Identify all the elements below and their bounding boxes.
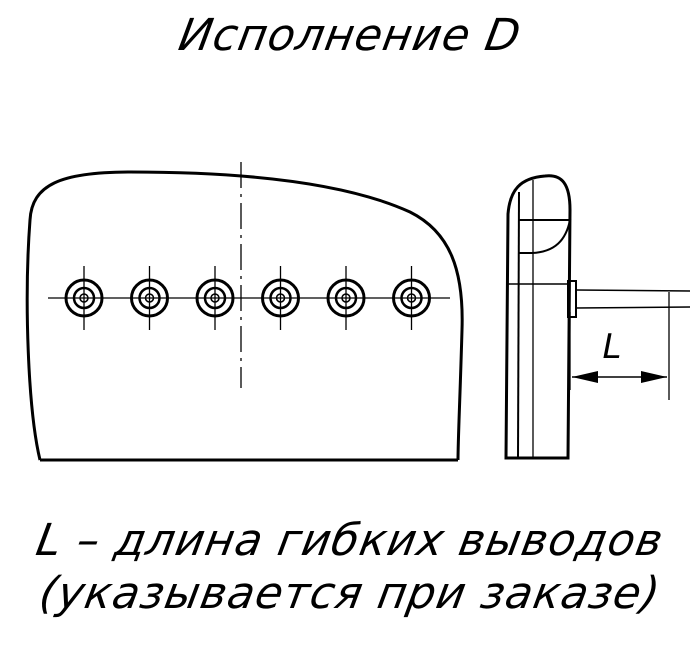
- terminal-symbol: [392, 266, 431, 330]
- side-view: L: [504, 174, 691, 460]
- terminal-core: [79, 293, 89, 303]
- terminal-symbol: [130, 266, 169, 330]
- terminal-inner-ring: [72, 286, 96, 310]
- terminal-outer-ring: [195, 278, 235, 318]
- terminal-core: [341, 293, 351, 303]
- side-view-top-curve: [519, 219, 572, 254]
- terminal-inner-ring: [334, 286, 358, 310]
- terminal-core: [275, 293, 286, 303]
- terminal-symbol: [64, 266, 104, 330]
- side-view-outline: [504, 174, 572, 460]
- terminal-outer-ring: [64, 278, 104, 318]
- front-view: [25, 162, 464, 462]
- terminal-row: [64, 266, 431, 330]
- flexible-lead-lower: [575, 306, 691, 309]
- terminal-outer-ring: [130, 278, 169, 318]
- terminal-core: [144, 293, 155, 303]
- terminal-outer-ring: [326, 278, 366, 318]
- terminal-inner-ring: [269, 286, 292, 310]
- terminal-inner-ring: [203, 286, 227, 310]
- terminal-base: [567, 280, 577, 318]
- terminal-inner-ring: [400, 286, 423, 310]
- terminal-inner-ring: [138, 286, 161, 310]
- terminal-outer-ring: [261, 278, 300, 318]
- front-view-outline: [25, 170, 464, 461]
- terminal-symbol: [326, 266, 366, 330]
- terminal-symbol: [261, 266, 300, 330]
- terminal-core: [406, 293, 417, 303]
- dimension-arrow-left: [572, 371, 598, 383]
- terminal-core: [210, 293, 220, 303]
- side-view-inner-edge: [517, 191, 520, 459]
- dimension-arrow-right: [641, 371, 667, 383]
- terminal-outer-ring: [392, 278, 431, 318]
- terminal-symbol: [195, 266, 235, 330]
- note-line-2: (указывается при заказе): [35, 568, 665, 619]
- note-line-1: L – длина гибких выводов: [32, 515, 668, 566]
- dimension-label: L: [603, 327, 622, 367]
- flexible-lead-upper: [575, 289, 691, 292]
